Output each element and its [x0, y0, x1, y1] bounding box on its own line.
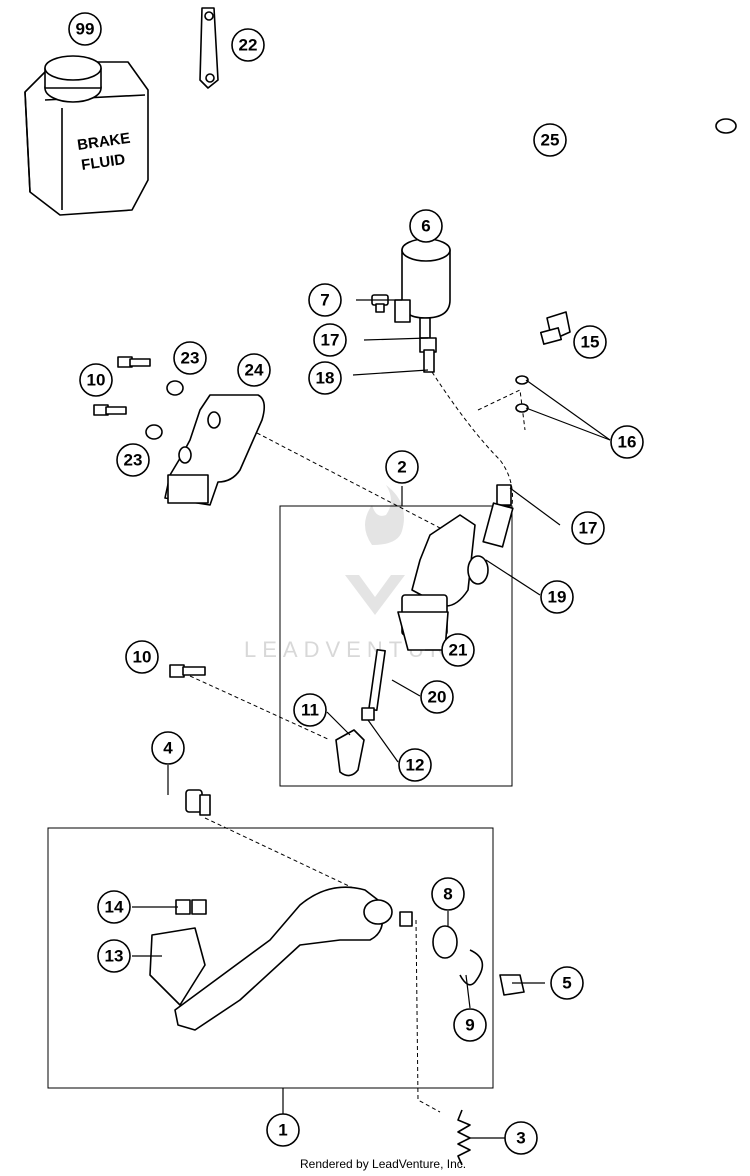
svg-text:17: 17: [321, 331, 340, 350]
svg-text:7: 7: [320, 291, 329, 310]
callout-99: 99: [68, 12, 102, 46]
svg-text:18: 18: [316, 369, 335, 388]
callout-2: 2: [385, 450, 419, 484]
svg-text:13: 13: [105, 947, 124, 966]
heel-guard: [164, 394, 266, 506]
callout-8: 8: [431, 877, 465, 911]
callout-22: 22: [231, 28, 265, 62]
svg-text:19: 19: [548, 588, 567, 607]
reservoir: [394, 238, 451, 339]
callout-5: 5: [550, 966, 584, 1000]
callout-14: 14: [97, 890, 131, 924]
svg-text:3: 3: [516, 1129, 525, 1148]
watermark-v-icon: [345, 575, 405, 615]
callout-25: 25: [533, 123, 567, 157]
callout-15: 15: [573, 325, 607, 359]
copper-washers: [515, 375, 529, 413]
callout-10-upper: 10: [79, 363, 113, 397]
callout-10-lower: 10: [125, 640, 159, 674]
svg-text:12: 12: [406, 756, 425, 775]
callout-20: 20: [420, 680, 454, 714]
callout-17-upper: 17: [313, 323, 347, 357]
svg-text:25: 25: [541, 131, 560, 150]
svg-text:22: 22: [239, 36, 258, 55]
svg-text:2: 2: [397, 458, 406, 477]
pivot-bolt: [185, 789, 211, 816]
svg-text:9: 9: [465, 1016, 474, 1035]
svg-text:1: 1: [278, 1121, 287, 1140]
svg-text:5: 5: [562, 974, 571, 993]
svg-text:6: 6: [421, 217, 430, 236]
footer-credit: Rendered by LeadVenture, Inc.: [300, 1157, 466, 1171]
callout-3: 3: [504, 1121, 538, 1155]
callout-18: 18: [308, 361, 342, 395]
brake-hose: [456, 117, 737, 393]
can-label-line2: FLUID: [80, 151, 126, 174]
watermark-flame-icon: [365, 485, 404, 545]
bolts-and-nuts: [93, 356, 184, 440]
brake-pedal-group-box: [47, 827, 494, 1089]
callout-23-upper: 23: [173, 341, 207, 375]
assembly-lines: [189, 371, 526, 1113]
svg-text:24: 24: [245, 361, 264, 380]
master-cylinder-group-box: [279, 505, 513, 787]
callout-23-lower: 23: [116, 443, 150, 477]
svg-text:14: 14: [105, 898, 124, 917]
leader-lines: [132, 299, 611, 1139]
svg-text:10: 10: [133, 648, 152, 667]
reservoir-hose: [419, 337, 437, 373]
callout-4: 4: [151, 731, 185, 765]
pushrod-assembly: [169, 611, 449, 777]
pedal-tip: [149, 899, 207, 1006]
bearing-and-clip: [432, 925, 525, 996]
callout-16: 16: [610, 425, 644, 459]
svg-text:15: 15: [581, 333, 600, 352]
brake-fluid-can: BRAKE FLUID: [24, 55, 149, 216]
callout-6: 6: [409, 209, 443, 243]
reservoir-bolt: [371, 294, 389, 313]
svg-text:99: 99: [76, 20, 95, 39]
svg-text:10: 10: [87, 371, 106, 390]
callout-13: 13: [97, 939, 131, 973]
callout-12: 12: [398, 748, 432, 782]
svg-text:23: 23: [124, 451, 143, 470]
svg-text:20: 20: [428, 688, 447, 707]
hose-fitting: [539, 311, 571, 345]
svg-text:8: 8: [443, 885, 452, 904]
svg-text:23: 23: [181, 349, 200, 368]
svg-text:11: 11: [301, 701, 319, 720]
callout-9: 9: [453, 1008, 487, 1042]
callout-19: 19: [540, 580, 574, 614]
svg-text:17: 17: [579, 519, 598, 538]
callout-24: 24: [237, 353, 271, 387]
callout-11: 11: [293, 693, 327, 727]
callout-17-lower: 17: [571, 511, 605, 545]
split-pin: [199, 7, 219, 89]
svg-text:21: 21: [449, 641, 468, 660]
callout-1: 1: [266, 1113, 300, 1147]
svg-text:4: 4: [163, 739, 173, 758]
brake-pedal: [174, 886, 413, 1031]
svg-text:16: 16: [618, 433, 637, 452]
callout-7: 7: [308, 283, 342, 317]
callout-21: 21: [441, 633, 475, 667]
